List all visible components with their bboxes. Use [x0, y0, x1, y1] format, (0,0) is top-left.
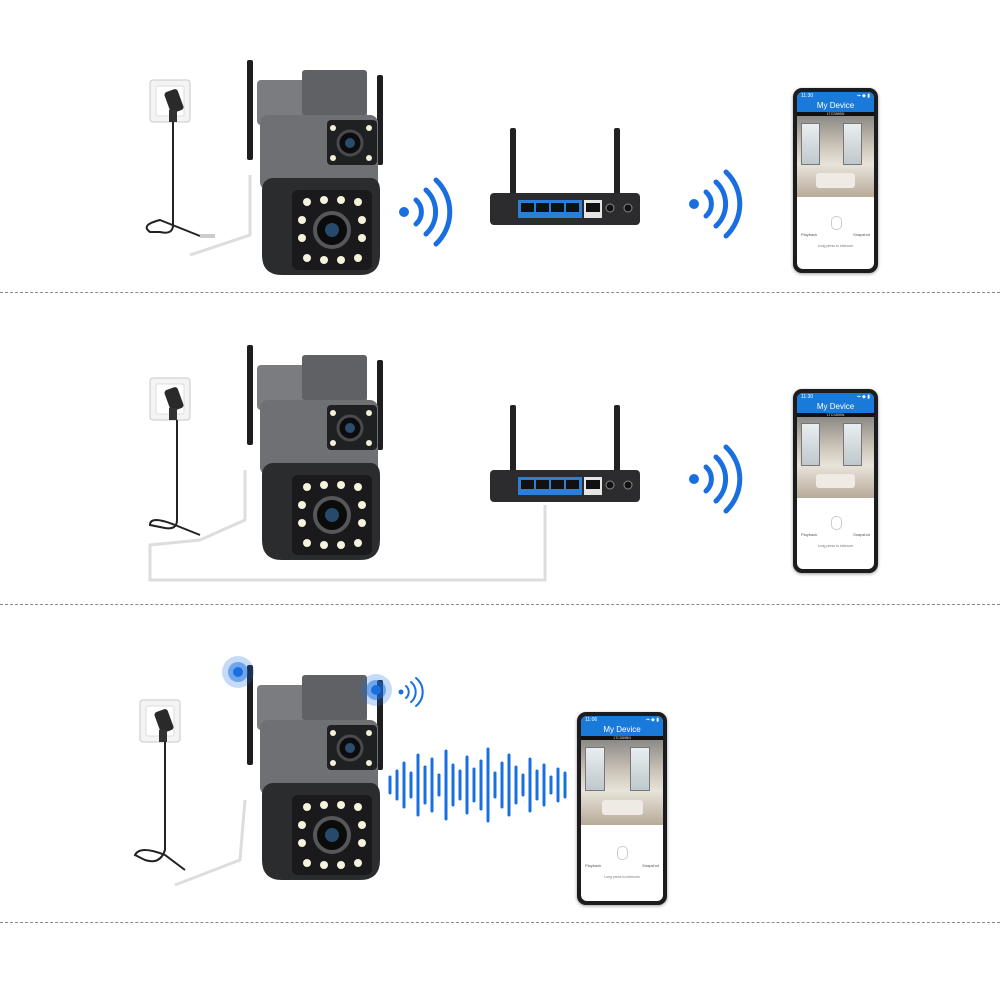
app-title: My Device	[797, 100, 874, 112]
antenna-hotspot-signal-right	[360, 674, 424, 707]
playback-button[interactable]: Playback	[801, 532, 818, 538]
snapshot-button[interactable]: Snapshot	[853, 532, 870, 538]
app-title: My Device	[797, 401, 874, 413]
power-cable	[133, 742, 186, 871]
wifi-router	[489, 127, 641, 226]
audio-waveform-icon	[388, 747, 567, 823]
power-outlet-adapter	[149, 377, 191, 421]
section-divider	[0, 922, 1000, 923]
wifi-router	[489, 404, 641, 503]
dual-lens-ptz-camera	[245, 58, 385, 277]
intercom-hint: Long press to intercom	[604, 874, 640, 879]
section-divider	[0, 292, 1000, 293]
status-time: 11:06	[585, 717, 598, 723]
antenna-hotspot-signal-left	[222, 656, 254, 688]
power-outlet-adapter	[149, 79, 191, 123]
device-id: 1TCS89BN	[797, 112, 874, 116]
snapshot-button[interactable]: Snapshot	[853, 232, 870, 238]
live-video-feed[interactable]	[797, 116, 874, 198]
live-video-feed[interactable]	[797, 417, 874, 498]
intercom-hint: Long press to intercom	[817, 543, 854, 548]
dual-lens-ptz-camera	[245, 343, 385, 562]
intercom-mic-button[interactable]	[617, 846, 628, 861]
wifi-signal-icon	[689, 447, 740, 511]
power-cable	[145, 122, 201, 237]
power-outlet-adapter	[139, 699, 181, 743]
device-id: 1TCS89BN	[797, 413, 874, 417]
power-cable	[148, 420, 201, 536]
network-lead	[174, 799, 247, 887]
intercom-hint: Long press to intercom	[817, 243, 854, 248]
ethernet-cable	[148, 470, 547, 582]
wifi-signal-icon	[399, 180, 450, 244]
intercom-mic-button[interactable]	[830, 516, 842, 531]
section-divider	[0, 604, 1000, 605]
wifi-signal-icon	[689, 172, 740, 236]
status-time: 11:30	[801, 93, 814, 99]
device-id: 1TCS89BN	[581, 736, 663, 740]
live-video-feed[interactable]	[581, 740, 663, 826]
network-lead	[189, 175, 252, 257]
playback-button[interactable]: Playback	[585, 862, 602, 868]
snapshot-button[interactable]: Snapshot	[642, 862, 659, 868]
playback-button[interactable]: Playback	[801, 232, 818, 238]
intercom-mic-button[interactable]	[830, 216, 842, 231]
app-title: My Device	[581, 724, 663, 736]
status-time: 11:30	[801, 394, 814, 400]
